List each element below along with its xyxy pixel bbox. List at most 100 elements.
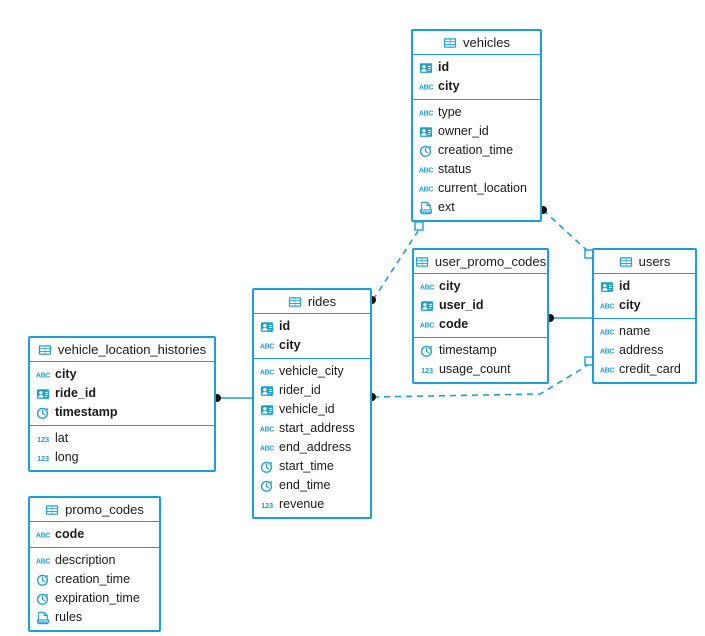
table-title: users [638,254,671,269]
table-title: user_promo_codes [434,254,547,269]
field-name: code [439,317,469,332]
field-row[interactable]: start_time [254,457,370,476]
field-row[interactable]: expiration_time [30,589,159,608]
field-name: owner_id [438,124,489,139]
field-row-primary-key[interactable]: id [413,58,540,77]
table-header-users[interactable]: users [594,250,695,274]
field-row[interactable]: vehicle_id [254,400,370,419]
abc-icon: ABC [600,329,614,336]
svg-text:ABC: ABC [36,532,50,539]
123-icon: 123 [37,435,49,444]
field-row-primary-key[interactable]: ABC city [594,296,695,315]
field-name: type [438,105,462,120]
field-row-primary-key[interactable]: timestamp [30,403,214,422]
id-card-icon [420,300,434,311]
table-header-promo_codes[interactable]: promo_codes [30,498,159,522]
json-icon: JSON [420,201,432,214]
field-row[interactable]: timestamp [414,341,547,360]
field-row[interactable]: 123 revenue [254,495,370,514]
rel-user-promo-codes-users[interactable] [546,314,592,322]
field-name: current_location [438,181,527,196]
field-name: rider_id [279,383,321,398]
table-header-user_promo_codes[interactable]: user_promo_codes [414,250,547,274]
field-name: end_time [279,478,331,493]
table-title: vehicles [463,35,510,50]
field-name: city [55,367,77,382]
table-header-vehicles[interactable]: vehicles [413,31,540,55]
svg-text:ABC: ABC [260,426,274,433]
abc-icon: ABC [260,426,274,433]
abc-icon: ABC [36,532,50,539]
field-row[interactable]: rider_id [254,381,370,400]
field-name: city [619,298,641,313]
123-icon: 123 [421,366,433,375]
svg-text:JSON: JSON [38,619,48,623]
field-name: user_id [439,298,484,313]
table-header-vehicle_location_histories[interactable]: vehicle_location_histories [30,338,214,362]
field-row[interactable]: owner_id [413,122,540,141]
field-name: long [55,450,79,465]
field-name: description [55,553,116,568]
field-row[interactable]: creation_time [30,570,159,589]
field-row-primary-key[interactable]: id [594,277,695,296]
field-row-primary-key[interactable]: id [254,317,370,336]
rel-vehicle-location-histories-rides[interactable] [213,394,252,402]
field-row-primary-key[interactable]: ride_id [30,384,214,403]
id-card-icon [260,321,274,332]
abc-icon: ABC [260,343,274,350]
field-row-primary-key[interactable]: user_id [414,296,547,315]
123-icon: 123 [261,501,273,510]
table-title: vehicle_location_histories [57,342,207,357]
svg-text:ABC: ABC [600,303,614,310]
svg-text:123: 123 [37,435,49,444]
table-grid-icon [45,504,59,515]
abc-icon: ABC [600,303,614,310]
field-name: start_time [279,459,334,474]
clock-icon [419,145,432,157]
field-name: id [619,279,631,294]
svg-text:ABC: ABC [420,284,434,291]
svg-text:123: 123 [37,454,49,463]
table-header-rides[interactable]: rides [254,290,370,314]
field-name: vehicle_id [279,402,335,417]
field-name: city [279,338,301,353]
abc-icon: ABC [419,186,433,193]
field-row[interactable]: 123 long [30,448,214,467]
id-card-icon [419,62,433,73]
field-name: revenue [279,497,325,512]
field-row[interactable]: creation_time [413,141,540,160]
field-row-primary-key[interactable]: ABC city [254,336,370,355]
field-row[interactable]: end_time [254,476,370,495]
field-name: id [279,319,291,334]
field-row[interactable]: ABC current_location [413,179,540,198]
field-row-primary-key[interactable]: ABC code [414,315,547,334]
abc-icon: ABC [420,322,434,329]
